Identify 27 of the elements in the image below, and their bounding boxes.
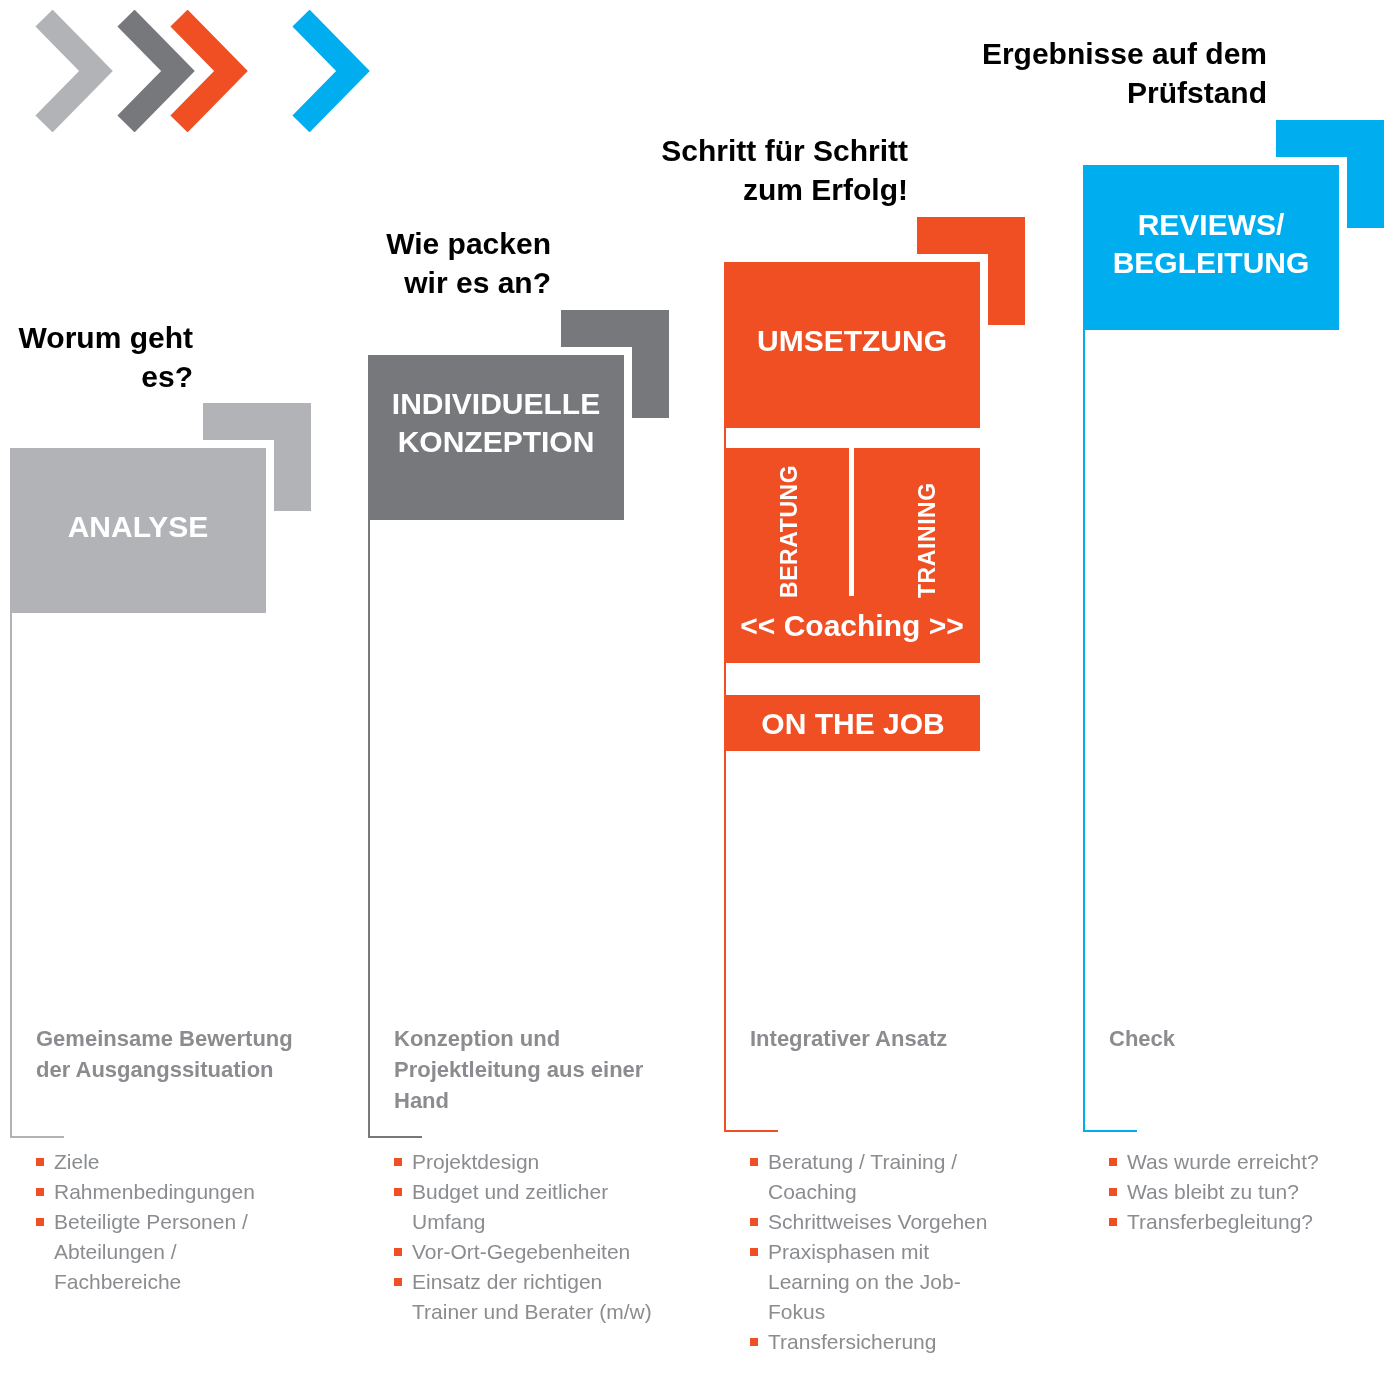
bullet-text: Transferbegleitung? [1127, 1209, 1314, 1235]
bullet-text: Beratung / Training / Coaching [768, 1149, 959, 1205]
bullet-text: Ziele [54, 1149, 101, 1175]
bullet-text: Beteiligte Personen / Abteilungen / Fachbereiche [54, 1209, 249, 1295]
bullet-text: Was bleibt zu tun? [1127, 1179, 1300, 1205]
bullet-text: Vor-Ort-Gegebenheiten [412, 1239, 632, 1265]
vertical-label: BERATUNG [776, 464, 802, 598]
column-heading: Konzeption und Projektleitung aus einer Hand [394, 1025, 645, 1115]
bullet-text: Rahmenbedingungen [54, 1179, 256, 1205]
column-heading: Integrativer Ansatz [750, 1025, 949, 1053]
heading-question: Ergebnisse auf dem Prüfstand [980, 36, 1267, 111]
method-box [724, 448, 980, 663]
column-heading: Check [1109, 1025, 1177, 1053]
heading-question: Schritt für Schritt zum Erfolg! [660, 133, 908, 208]
column-heading: Gemeinsame Bewertung der Ausgangssituation [36, 1025, 294, 1084]
bullet-text: Praxisphasen mit Learning on the Job-Fokus [768, 1239, 962, 1325]
box-label: << Coaching >> [739, 608, 965, 644]
bullet-text: Was wurde erreicht? [1127, 1149, 1320, 1175]
bullet-text: Schrittweises Vorgehen [768, 1209, 988, 1235]
heading-question: Wie packen wir es an? [385, 226, 551, 301]
bullet-text: Projektdesign [412, 1149, 541, 1175]
bullet-text: Einsatz der richtigen Trainer und Berater (m/w) [412, 1269, 652, 1325]
vertical-label: TRAINING [914, 482, 940, 598]
heading-question: Worum geht es? [17, 320, 193, 395]
bullet-text: Transfersicherung [768, 1329, 938, 1355]
bullet-text: Budget und zeitlicher Umfang [412, 1179, 610, 1235]
step-box: ON THE JOB [726, 695, 980, 751]
